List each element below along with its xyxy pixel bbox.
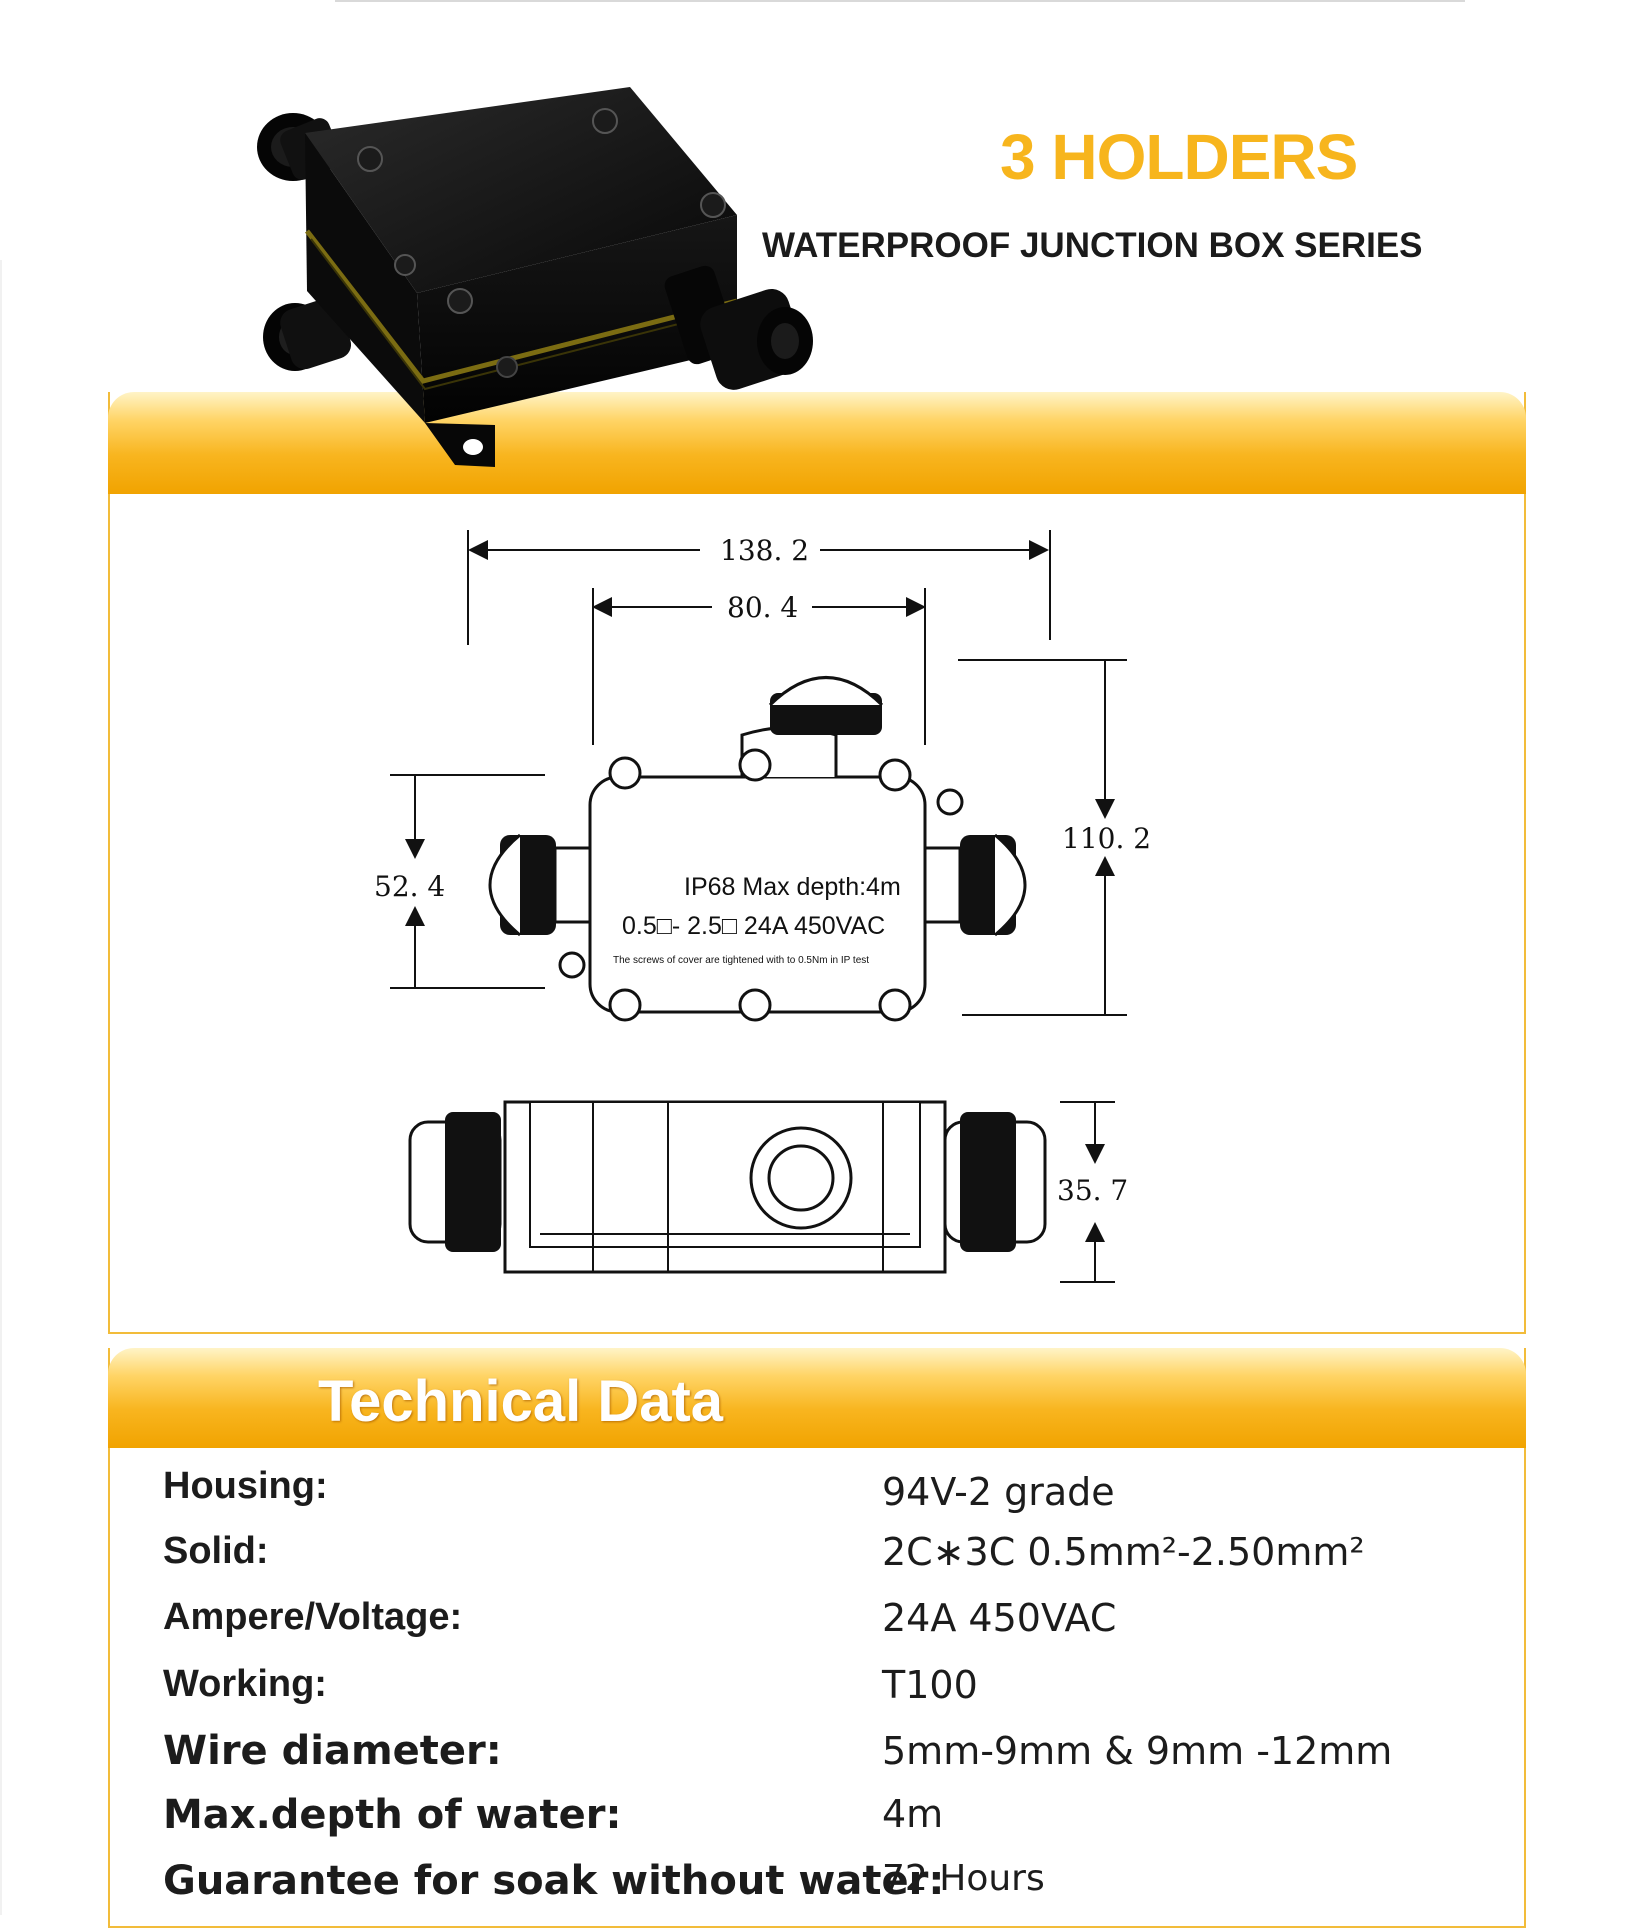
box-lid xyxy=(305,87,737,293)
left-edge-divider xyxy=(0,260,2,1915)
right-gland xyxy=(664,265,813,390)
tech-label-wire-diameter: Wire diameter: xyxy=(163,1728,502,1774)
tech-value-working: T100 xyxy=(882,1663,978,1707)
mounting-hole xyxy=(463,439,483,455)
tech-value-max-depth: 4m xyxy=(882,1792,944,1836)
lid-screw xyxy=(447,288,473,314)
dimension-panel xyxy=(108,392,1526,1334)
mounting-tab xyxy=(425,423,495,467)
tech-label-ampere-voltage: Ampere/Voltage: xyxy=(163,1596,463,1638)
product-subtitle: WATERPROOF JUNCTION BOX SERIES xyxy=(762,226,1423,265)
tech-value-ampere-voltage: 24A 450VAC xyxy=(882,1596,1117,1640)
lid-screw xyxy=(592,108,618,134)
technical-panel: Technical Data xyxy=(108,1348,1526,1928)
tech-label-guarantee: Guarantee for soak without water: xyxy=(163,1858,945,1904)
lid-screw xyxy=(357,146,383,172)
technical-panel-band: Technical Data xyxy=(108,1348,1526,1448)
top-divider xyxy=(335,0,1465,2)
tech-value-solid: 2C∗3C 0.5mm²-2.50mm² xyxy=(882,1530,1365,1574)
seal-line xyxy=(305,229,738,384)
body-screw xyxy=(496,356,518,378)
product-title: 3 HOLDERS xyxy=(1000,121,1358,193)
technical-heading: Technical Data xyxy=(318,1369,724,1434)
tech-value-wire-diameter: 5mm-9mm & 9mm -12mm xyxy=(882,1729,1393,1773)
tech-value-guarantee: 72 Hours xyxy=(882,1858,1045,1899)
lid-screw xyxy=(700,192,726,218)
lid-screw xyxy=(394,254,416,276)
junction-box-photo-icon xyxy=(245,55,815,495)
dimension-panel-band xyxy=(108,392,1526,494)
tech-label-working: Working: xyxy=(163,1663,327,1705)
tech-label-housing: Housing: xyxy=(163,1465,328,1507)
left-lower-gland xyxy=(263,298,352,371)
tech-label-max-depth: Max.depth of water: xyxy=(163,1792,622,1838)
tech-value-housing: 94V-2 grade xyxy=(882,1470,1115,1514)
tech-label-solid: Solid: xyxy=(163,1530,269,1572)
seal-line-shadow xyxy=(310,238,738,391)
